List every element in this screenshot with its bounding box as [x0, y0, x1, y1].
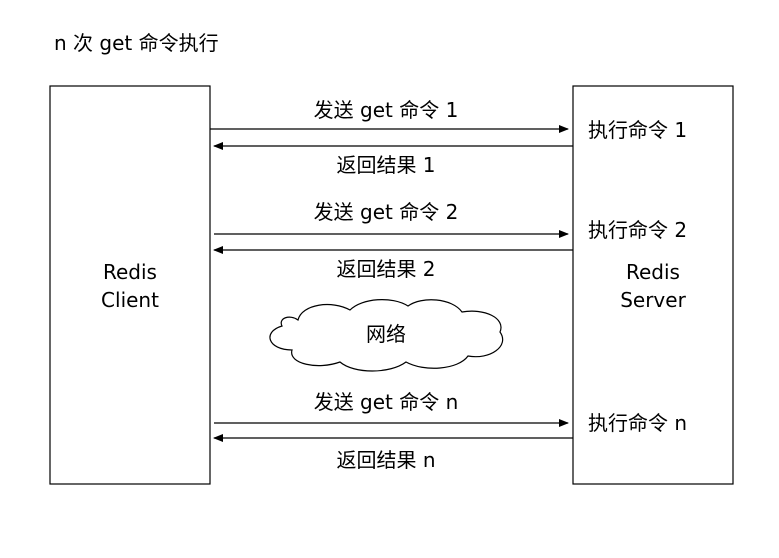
server-box	[572, 85, 734, 485]
exec-label-1: 执行命令 1	[588, 118, 687, 142]
network-label: 网络	[366, 322, 406, 346]
client-label-line1: Redis	[103, 260, 157, 284]
send-label-2: 发送 get 命令 2	[314, 200, 459, 224]
exec-label-n: 执行命令 n	[588, 411, 687, 435]
send-label-1: 发送 get 命令 1	[314, 98, 459, 122]
reply-label-2: 返回结果 2	[336, 257, 435, 281]
client-label-line2: Client	[101, 288, 159, 312]
diagram-title: n 次 get 命令执行	[54, 31, 219, 55]
send-label-n: 发送 get 命令 n	[314, 390, 459, 414]
network-cloud	[269, 299, 503, 372]
reply-label-n: 返回结果 n	[336, 448, 435, 472]
exec-label-2: 执行命令 2	[588, 218, 687, 242]
server-label-line1: Redis	[626, 260, 680, 284]
client-box	[49, 85, 211, 485]
server-label-line2: Server	[620, 288, 686, 312]
reply-label-1: 返回结果 1	[336, 153, 435, 177]
